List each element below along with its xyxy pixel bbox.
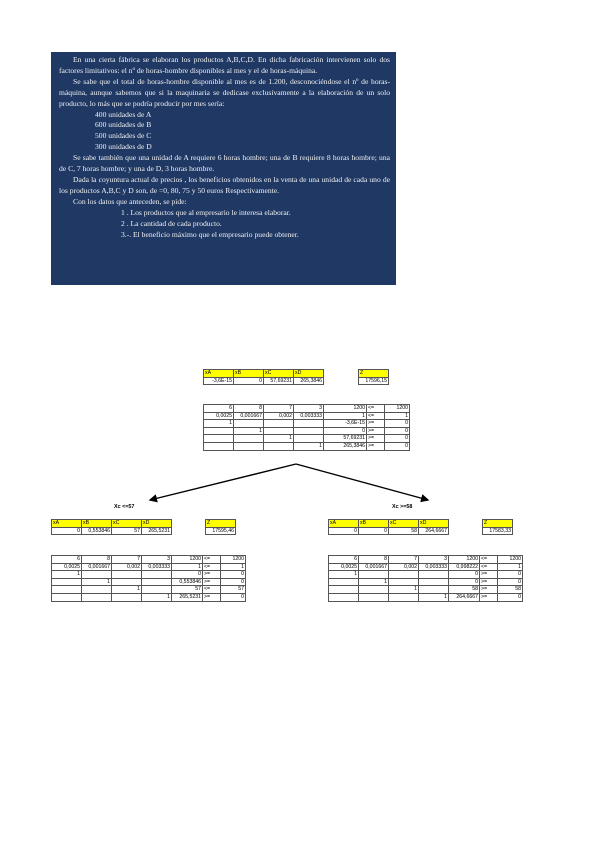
var-value: 57 — [111, 526, 142, 536]
right-objective-table: Z 17583,33 — [482, 519, 513, 536]
problem-statement: En una cierta fábrica se elaboran los pr… — [51, 52, 396, 285]
z-header: Z — [482, 519, 513, 528]
branch-label-right: Xc >=58 — [392, 504, 413, 510]
problem-paragraph-5: Con los datos que anteceden, se pide: — [73, 196, 187, 206]
problem-paragraph-1: En una cierta fábrica se elaboran los pr… — [59, 55, 390, 75]
var-value: 265,3846 — [293, 376, 324, 386]
var-value: 0 — [358, 526, 389, 536]
problem-paragraph-4: Dada la coyuntura actual de precios , lo… — [59, 174, 390, 195]
problem-paragraph-3: Se sabe también que una unidad de A requ… — [59, 153, 390, 174]
branch-arrow-right — [295, 463, 430, 503]
root-objective-table: Z 17596,15 — [358, 369, 389, 386]
var-header: xA — [328, 519, 359, 528]
z-value: 17596,15 — [358, 376, 389, 386]
z-header: Z — [205, 519, 236, 528]
branch-arrow-left — [148, 463, 297, 503]
var-value: 0 — [328, 526, 359, 536]
problem-question: 3.-. El beneficio máximo que el empresar… — [121, 229, 299, 239]
right-variables-table: xA xB xC xD 0 0 58 264,6667 — [328, 519, 449, 536]
var-value: 0,553846 — [81, 526, 112, 536]
var-header: xC — [111, 519, 142, 528]
branch-label-left: Xc <=57 — [114, 504, 135, 510]
problem-item: 600 unidades de B — [95, 120, 152, 130]
left-objective-table: Z 17595,46 — [205, 519, 236, 536]
var-header: xA — [51, 519, 82, 528]
var-value: 264,6667 — [418, 526, 449, 536]
problem-question: 1 . Los productos que al empresario le i… — [121, 207, 291, 217]
var-header: xB — [358, 519, 389, 528]
var-header: xD — [418, 519, 449, 528]
z-value: 17583,33 — [482, 526, 513, 536]
var-header: xC — [388, 519, 419, 528]
left-variables-table: xA xB xC xD 0 0,553846 57 265,5231 — [51, 519, 172, 536]
problem-question: 2 . La cantidad de cada producto. — [121, 218, 222, 228]
problem-paragraph-2: Se sabe que el total de horas-hombre dis… — [59, 76, 390, 108]
var-header: xB — [81, 519, 112, 528]
z-value: 17595,46 — [205, 526, 236, 536]
problem-item: 500 unidades de C — [95, 131, 152, 141]
var-value: 265,5231 — [141, 526, 172, 536]
var-value: 0 — [51, 526, 82, 536]
var-value: 58 — [388, 526, 419, 536]
problem-item: 300 unidades de D — [95, 142, 152, 152]
problem-item: 400 unidades de A — [95, 109, 152, 119]
var-header: xD — [141, 519, 172, 528]
root-variables-table: xA xB xC xD -3,6E-15 0 57,69231 265,3846 — [203, 369, 324, 386]
